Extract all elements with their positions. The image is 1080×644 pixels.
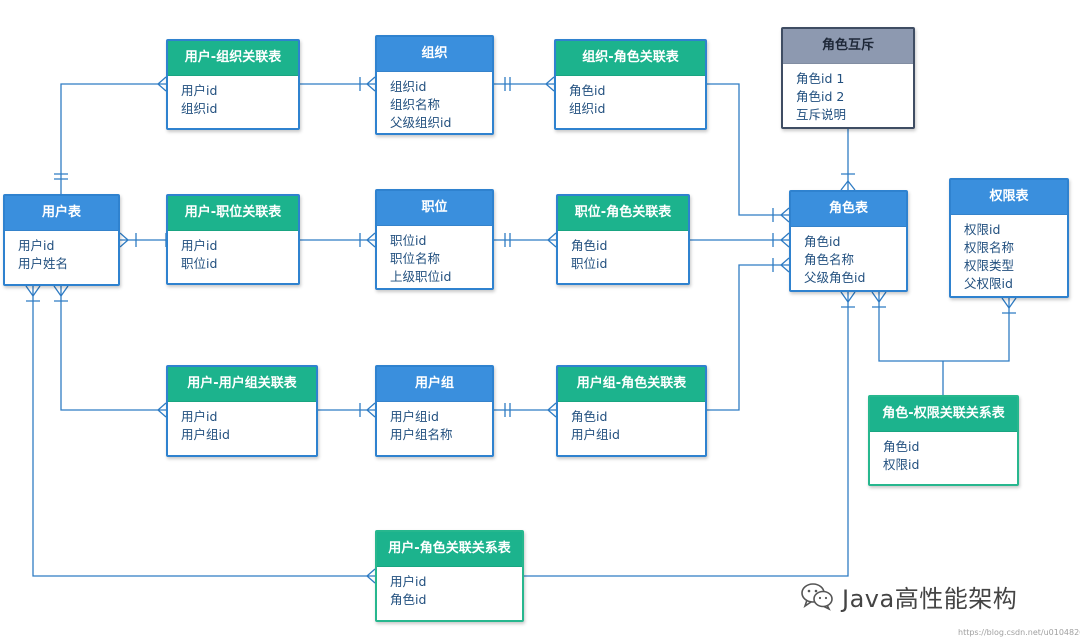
link-role-roleperm — [878, 292, 1010, 362]
field: 职位名称 — [390, 251, 441, 266]
field: 父级组织id — [390, 115, 452, 130]
field: 角色名称 — [804, 252, 855, 267]
field: 用户id — [390, 574, 427, 589]
field: 组织id — [569, 101, 606, 116]
field: 用户组id — [571, 427, 620, 442]
link-grouprole-role — [707, 264, 789, 411]
field: 角色id — [883, 439, 920, 454]
field: 角色id — [569, 83, 606, 98]
field: 用户id — [181, 409, 218, 424]
field: 用户组名称 — [390, 427, 453, 442]
entity-title: 用户-组织关联表 — [168, 41, 298, 76]
entity-position[interactable]: 职位 职位id 职位名称 上级职位id — [375, 189, 494, 290]
entity-role-permission[interactable]: 角色-权限关联关系表 角色id 权限id — [868, 395, 1019, 486]
field: 用户组id — [390, 409, 439, 424]
entity-title: 组织-角色关联表 — [556, 41, 705, 76]
wechat-icon — [801, 583, 833, 611]
field: 角色id — [390, 592, 427, 607]
watermark-url: https://blog.csdn.net/u010482601 — [958, 628, 1080, 637]
entity-role-mutex[interactable]: 角色互斥 角色id 1 角色id 2 互斥说明 — [781, 27, 915, 129]
entity-position-role[interactable]: 职位-角色关联表 角色id 职位id — [556, 194, 690, 285]
entity-title: 角色表 — [791, 192, 906, 227]
entity-title: 用户-职位关联表 — [168, 196, 298, 231]
field: 角色id 1 — [796, 71, 845, 86]
entity-title: 职位 — [377, 191, 492, 226]
link-user-userorg — [60, 83, 166, 194]
link-user-userrole — [32, 286, 375, 577]
link-userrole-role — [524, 292, 849, 577]
entity-title: 用户组 — [377, 367, 492, 402]
field: 用户组id — [181, 427, 230, 442]
entity-title: 角色-权限关联关系表 — [870, 397, 1017, 432]
field: 父权限id — [964, 276, 1013, 291]
entity-title: 用户-用户组关联表 — [168, 367, 316, 402]
entity-org[interactable]: 组织 组织id 组织名称 父级组织id — [375, 35, 494, 135]
entity-user-group-rel[interactable]: 用户-用户组关联表 用户id 用户组id — [166, 365, 318, 457]
watermark: Java高性能架构 — [800, 578, 1017, 614]
entity-org-role[interactable]: 组织-角色关联表 角色id 组织id — [554, 39, 707, 130]
entity-title: 职位-角色关联表 — [558, 196, 688, 231]
field: 父级角色id — [804, 270, 866, 285]
entity-title: 角色互斥 — [783, 29, 913, 64]
field: 角色id 2 — [796, 89, 845, 104]
link-orgrole-role — [707, 83, 789, 216]
link-user-usergrouprel — [60, 286, 166, 411]
entity-user-group[interactable]: 用户组 用户组id 用户组名称 — [375, 365, 494, 457]
entity-user-role[interactable]: 用户-角色关联关系表 用户id 角色id — [375, 530, 524, 622]
field: 职位id — [181, 256, 218, 271]
watermark-text: Java高性能架构 — [842, 584, 1018, 613]
field: 用户姓名 — [18, 256, 69, 271]
field: 权限名称 — [964, 240, 1015, 255]
field: 权限类型 — [964, 258, 1015, 273]
entity-title: 权限表 — [951, 180, 1067, 215]
field: 用户id — [181, 238, 218, 253]
entity-title: 用户表 — [5, 196, 118, 231]
field: 组织id — [390, 79, 427, 94]
field: 角色id — [571, 409, 608, 424]
entity-user[interactable]: 用户表 用户id 用户姓名 — [3, 194, 120, 286]
entity-permission[interactable]: 权限表 权限id 权限名称 权限类型 父权限id — [949, 178, 1069, 298]
field: 权限id — [883, 457, 920, 472]
entity-role[interactable]: 角色表 角色id 角色名称 父级角色id — [789, 190, 908, 292]
field: 职位id — [390, 233, 427, 248]
field: 互斥说明 — [796, 107, 847, 122]
entity-user-position[interactable]: 用户-职位关联表 用户id 职位id — [166, 194, 300, 285]
entity-user-org[interactable]: 用户-组织关联表 用户id 组织id — [166, 39, 300, 130]
entity-title: 用户组-角色关联表 — [558, 367, 705, 402]
field: 权限id — [964, 222, 1001, 237]
field: 上级职位id — [390, 269, 452, 284]
field: 用户id — [181, 83, 218, 98]
entity-title: 组织 — [377, 37, 492, 72]
entity-title: 用户-角色关联关系表 — [377, 532, 522, 567]
field: 职位id — [571, 256, 608, 271]
field: 用户id — [18, 238, 55, 253]
field: 组织id — [181, 101, 218, 116]
field: 角色id — [804, 234, 841, 249]
field: 组织名称 — [390, 97, 441, 112]
field: 角色id — [571, 238, 608, 253]
entity-group-role[interactable]: 用户组-角色关联表 角色id 用户组id — [556, 365, 707, 457]
markers — [25, 76, 1017, 584]
